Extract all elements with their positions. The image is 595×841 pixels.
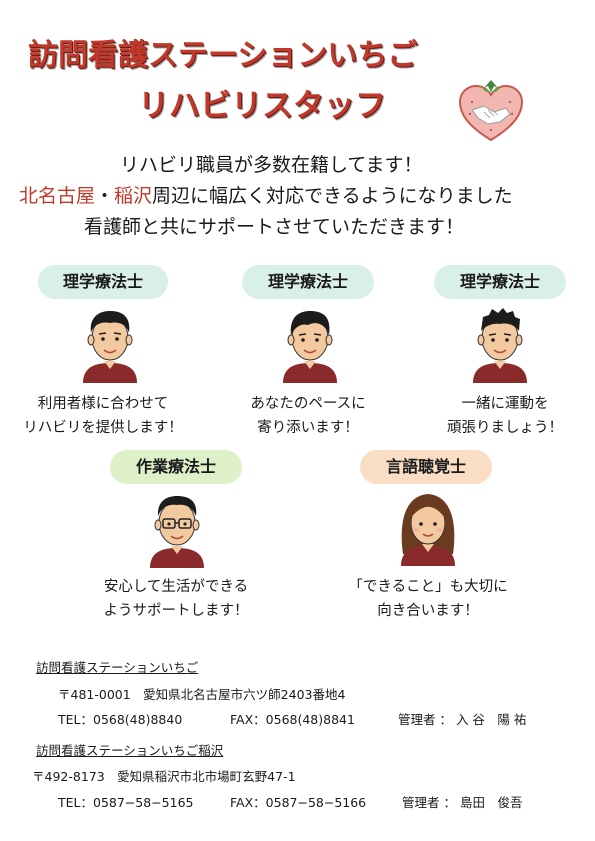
staff-avatar-glasses-icon <box>150 496 204 568</box>
intro-area-inazawa: 稲沢 <box>114 185 153 207</box>
role-badge-pt-2: 理学療法士 <box>242 265 374 299</box>
role-badge-pt-3: 理学療法士 <box>434 265 566 299</box>
staff-desc-5-line-2: 向き合います！ <box>377 603 479 619</box>
office-1-address: 〒481-0001 愛知県北名古屋市六ツ師2403番地4 <box>58 687 346 702</box>
intro-separator: ・ <box>95 185 115 207</box>
staff-desc-4: 安心して生活ができる ようサポートします！ <box>78 575 274 623</box>
intro-line-3: 看護師と共にサポートさせていただきます！ <box>84 216 465 238</box>
staff-desc-1-line-2: リハビリを提供します！ <box>23 420 183 436</box>
role-badge-st: 言語聴覚士 <box>360 450 492 484</box>
staff-desc-3-line-2: 頑張りましょう！ <box>447 420 563 436</box>
staff-desc-5: 「できること」も大切に 向き合います！ <box>330 575 526 623</box>
intro-line-1: リハビリ職員が多数在籍してます！ <box>120 154 423 176</box>
staff-avatar-icon <box>83 311 137 383</box>
staff-desc-3-line-1: 一緒に運動を <box>461 396 549 412</box>
strawberry-heart-handshake-icon <box>458 80 524 142</box>
staff-desc-2-line-2: 寄り添います！ <box>257 420 359 436</box>
staff-desc-1-line-1: 利用者様に合わせて <box>37 396 169 412</box>
staff-desc-3: 一緒に運動を 頑張りましょう！ <box>415 392 595 440</box>
role-badge-pt-1: 理学療法士 <box>38 265 168 299</box>
office-1-fax: FAX：0568(48)8841 <box>230 712 355 727</box>
office-2-fax: FAX：0587−58−5166 <box>230 795 367 810</box>
staff-desc-1: 利用者様に合わせて リハビリを提供します！ <box>0 392 206 440</box>
staff-avatar-icon <box>283 311 337 383</box>
staff-desc-4-line-2: ようサポートします！ <box>103 603 249 619</box>
staff-avatar-icon <box>473 308 527 383</box>
office-2-tel: TEL：0587−58−5165 <box>58 795 194 810</box>
office-2-address: 〒492-8173 愛知県稲沢市北市場町玄野47-1 <box>32 769 296 784</box>
role-badge-ot: 作業療法士 <box>110 450 242 484</box>
staff-desc-2-line-1: あなたのペースに <box>250 396 366 412</box>
staff-desc-4-line-1: 安心して生活ができる <box>103 579 249 595</box>
office-2-manager: 管理者 ： 島田 俊吾 <box>402 795 523 810</box>
office-1-tel: TEL：0568(48)8840 <box>58 712 183 727</box>
intro-line-2: 北名古屋・稲沢周辺に幅広く対応できるようになりました <box>19 181 513 208</box>
office-1-name: 訪問看護ステーションいちご <box>36 660 199 675</box>
title-line-2: リハビリスタッフ <box>138 88 386 124</box>
title-line-1: 訪問看護ステーションいちご <box>28 38 418 73</box>
intro-line-2-rest: 周辺に幅広く対応できるようになりました <box>152 185 513 207</box>
staff-desc-2: あなたのペースに 寄り添います！ <box>210 392 406 440</box>
intro-area-kitanagoya: 北名古屋 <box>19 185 96 207</box>
office-1-manager: 管理者 ： 入 谷 陽 祐 <box>398 712 527 727</box>
staff-avatar-female-icon <box>401 494 455 566</box>
office-2-name: 訪問看護ステーションいちご稲沢 <box>36 743 224 758</box>
staff-desc-5-line-1: 「できること」も大切に <box>348 579 508 595</box>
